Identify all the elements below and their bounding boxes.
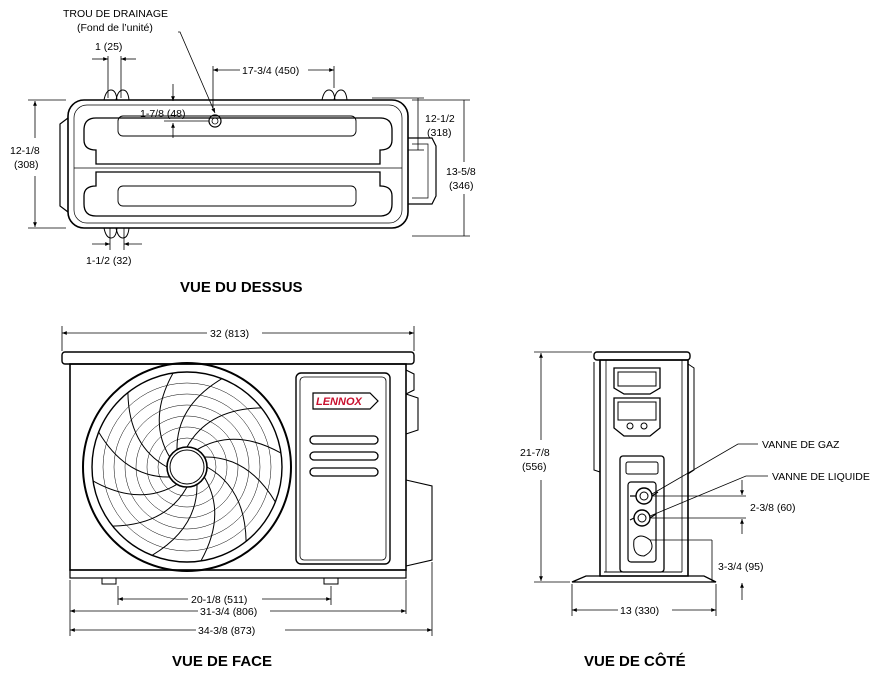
front-view-valve-cover bbox=[405, 479, 433, 567]
side-view-title: VUE DE CÔTÉ bbox=[584, 652, 686, 670]
fan-blade bbox=[92, 480, 178, 496]
top-view: TROU DE DRAINAGE (Fond de l’unité) 1 (25… bbox=[10, 8, 476, 296]
top-view-valve-housing-inner bbox=[412, 143, 429, 199]
side-view-upper-handle-inner bbox=[617, 371, 657, 387]
fan-blade bbox=[206, 466, 247, 542]
gas-valve-label: VANNE DE GAZ bbox=[762, 439, 840, 451]
fan-blade bbox=[200, 476, 216, 562]
top-view-mount-tab bbox=[333, 89, 348, 101]
dim-mid-depth-imperial: 12-1/2 bbox=[425, 113, 455, 125]
fan-blade bbox=[158, 372, 174, 458]
top-view-mount-tab bbox=[115, 227, 130, 239]
front-view-vent-slot bbox=[309, 467, 379, 477]
fan-blade bbox=[98, 431, 170, 478]
side-view-left-edge bbox=[593, 362, 601, 473]
top-view-upper-recess bbox=[117, 115, 357, 137]
fan-guard bbox=[82, 362, 292, 572]
front-view-side-detail bbox=[405, 369, 415, 395]
dim-overall-depth-imperial: 13-5/8 bbox=[446, 166, 476, 178]
side-view-right-edge bbox=[687, 363, 695, 475]
side-view-valve-cover-tab bbox=[625, 461, 659, 475]
front-view-base bbox=[69, 569, 407, 579]
fan-blade bbox=[186, 407, 262, 448]
dim-height-imperial: 21-7/8 bbox=[520, 447, 550, 459]
dim-top-depth-imperial: 12-1/8 bbox=[10, 145, 40, 157]
side-view-pipe-bend bbox=[633, 535, 653, 557]
top-view-mount-tab bbox=[103, 89, 118, 101]
dim-drain-depth: 1-7/8 (48) bbox=[140, 108, 186, 120]
front-view-foot bbox=[323, 577, 339, 585]
side-view-lower-handle bbox=[613, 397, 661, 437]
top-view-mount-tab bbox=[115, 89, 130, 101]
top-view-lower-slot bbox=[83, 171, 393, 217]
fan-blade bbox=[151, 484, 198, 556]
brand-logo-text: LENNOX bbox=[316, 396, 363, 408]
fan-blade bbox=[204, 456, 276, 503]
dim-overall-depth-metric: (346) bbox=[449, 180, 474, 192]
dim-valve-height: 3-3/4 (95) bbox=[718, 561, 764, 573]
dim-feet-spacing: 20-1/8 (511) bbox=[191, 594, 247, 606]
front-view-panel bbox=[295, 372, 391, 565]
top-view-left-flap bbox=[59, 117, 69, 213]
front-view-side-detail bbox=[405, 393, 419, 435]
drain-hole-label: TROU DE DRAINAGE bbox=[63, 8, 168, 20]
front-view: LENNOX 32 (813) 20-1/8 (511) 31-3/4 (806… bbox=[61, 326, 433, 670]
dim-overall-width: 34-3/8 (873) bbox=[198, 625, 255, 637]
gas-valve-leader bbox=[651, 443, 758, 495]
drain-hole-sublabel: (Fond de l’unité) bbox=[77, 22, 153, 34]
dim-front-lid-width: 32 (813) bbox=[210, 328, 249, 340]
liquid-valve-leader bbox=[649, 475, 768, 517]
drain-hole bbox=[208, 114, 222, 128]
dim-mid-depth-metric: (318) bbox=[427, 127, 452, 139]
top-view-upper-slot bbox=[83, 117, 393, 165]
side-view-upper-handle bbox=[613, 367, 661, 395]
dim-side-width: 13 (330) bbox=[620, 605, 659, 617]
dim-foot-width: 1-1/2 (32) bbox=[86, 255, 132, 267]
dim-drain-tab-offset: 1 (25) bbox=[95, 41, 122, 53]
front-view-lid bbox=[61, 351, 415, 365]
dim-top-depth-metric: (308) bbox=[14, 159, 39, 171]
top-view-lower-recess bbox=[117, 185, 357, 207]
top-view-inner-outline bbox=[73, 104, 403, 224]
dim-drain-to-tab: 17-3/4 (450) bbox=[242, 65, 299, 77]
top-view-body bbox=[67, 99, 409, 229]
front-view-panel-inner bbox=[299, 376, 387, 561]
front-view-title: VUE DE FACE bbox=[172, 653, 272, 670]
drain-hole-inner bbox=[211, 117, 219, 125]
fan-blade bbox=[196, 438, 282, 454]
drain-hole-leader bbox=[178, 31, 216, 114]
top-view-mount-tab bbox=[103, 227, 118, 239]
side-view-lower-handle-inner bbox=[617, 401, 657, 421]
dim-cabinet-width: 31-3/4 (806) bbox=[200, 606, 257, 618]
top-view-valve-housing bbox=[408, 137, 437, 205]
side-view-screw bbox=[626, 422, 634, 430]
fan-blade bbox=[127, 392, 168, 468]
top-view-mount-tab bbox=[321, 89, 336, 101]
side-view-body bbox=[599, 359, 689, 577]
side-view-base bbox=[571, 575, 717, 583]
top-view-title: VUE DU DESSUS bbox=[180, 279, 303, 296]
side-view: 21-7/8 (556) VANNE DE GAZ VANNE DE LIQUI… bbox=[520, 351, 870, 670]
side-view-screw bbox=[640, 422, 648, 430]
front-view-vent-slot bbox=[309, 451, 379, 461]
fan-blade bbox=[176, 378, 223, 450]
dim-height-metric: (556) bbox=[522, 461, 547, 473]
front-view-foot bbox=[101, 577, 117, 585]
front-view-vent-slot bbox=[309, 435, 379, 445]
fan-blade bbox=[112, 486, 188, 527]
side-view-service-opening bbox=[627, 481, 657, 563]
lennox-logo-badge bbox=[312, 392, 379, 410]
dim-valve-spacing: 2-3/8 (60) bbox=[750, 502, 796, 514]
side-view-lid bbox=[593, 351, 691, 361]
liquid-valve-label: VANNE DE LIQUIDE bbox=[772, 471, 870, 483]
